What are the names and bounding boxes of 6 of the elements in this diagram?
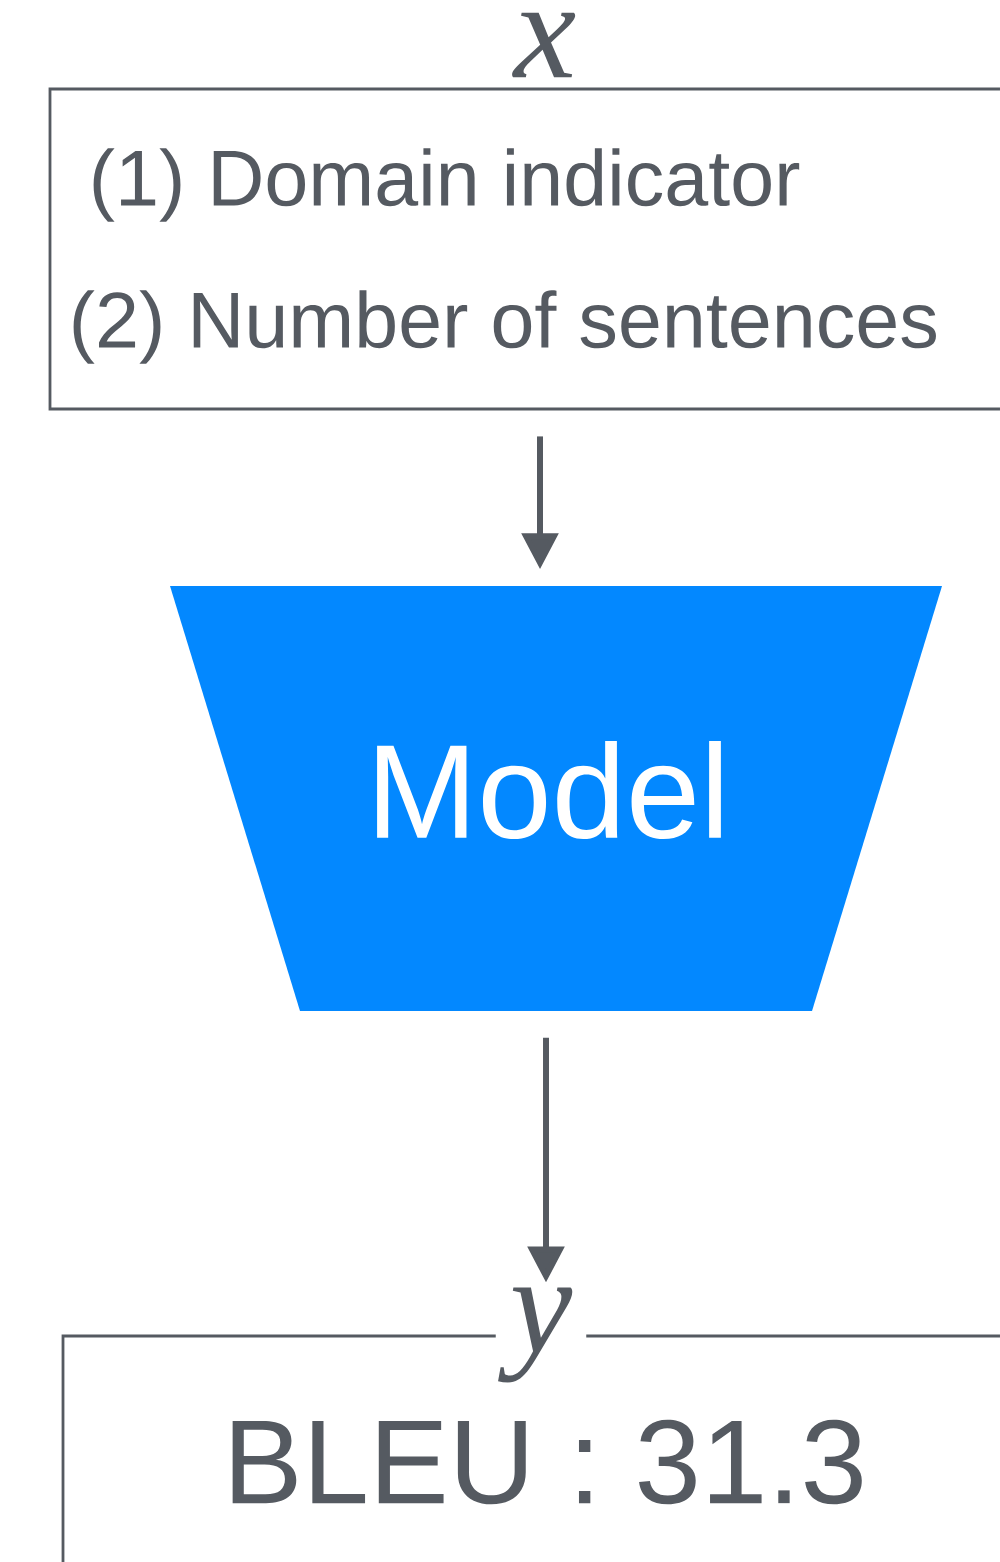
item-text: (2) Number of sentences xyxy=(73,290,936,364)
variable-label: x xyxy=(499,12,591,78)
item-text: (1) Domain indicator xyxy=(93,148,800,222)
variable-label: y xyxy=(495,1287,587,1383)
model-label: Model xyxy=(377,740,721,840)
result-text: BLEU : 31.3 xyxy=(232,1419,862,1505)
